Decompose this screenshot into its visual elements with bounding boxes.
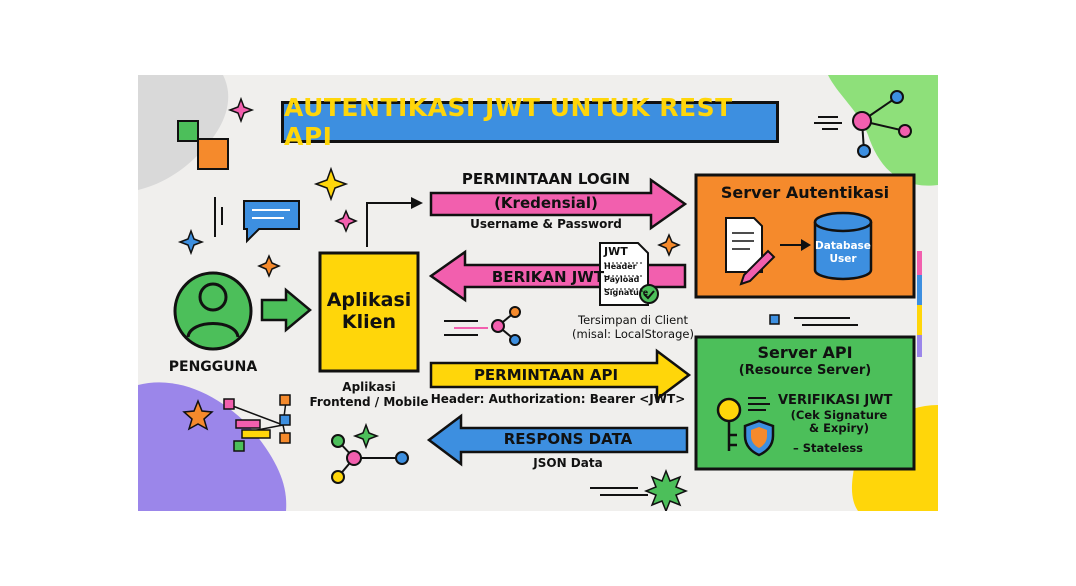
api-request-caption: Header: Authorization: Bearer <JWT> [430,392,686,406]
diagram-canvas: AUTENTIKASI JWT UNTUK REST API PENGGUNA … [138,75,938,511]
database-label: Database User [813,240,873,266]
login-caption: Username & Password [470,217,622,231]
jwt-doc-part: Signature [604,288,649,297]
sparkle-blue [177,228,205,256]
verify-sub: (Cek Signature & Expiry) [784,409,894,435]
user-label: PENGGUNA [168,359,258,375]
verify-label: VERIFIKASI JWT [778,393,893,408]
login-sub-label: (Kredensial) [494,194,598,212]
client-caption: Aplikasi Frontend / Mobile [304,380,434,410]
api-server-subtitle: (Resource Server) [738,363,872,378]
star-green-burst [643,468,689,511]
document-pencil-icon [725,217,763,273]
database-label-line: Database [815,240,871,252]
check-icon [639,284,659,304]
jwt-doc-title: JWT [604,245,628,258]
response-arrow [426,413,689,467]
storage-note-line: (misal: LocalStorage) [572,327,694,341]
api-request-label: PERMINTAAN API [473,366,619,384]
client-caption-line: Aplikasi [342,380,396,394]
green-blob-top-right [828,75,938,186]
decorations [138,75,938,511]
flow-icon-bottom-left [223,394,291,452]
database-icon [813,211,873,281]
star-orange [182,398,214,431]
verify-sub-line: (Cek Signature [790,408,888,422]
client-box-label-line: Klien [341,311,397,333]
client-to-login-connector [366,202,413,247]
jwt-doc-part: Payload [604,275,640,284]
verify-sub-line: & Expiry) [809,421,869,435]
sparkle-pink [227,96,255,124]
chat-bubble-icon [243,200,300,244]
client-box [318,251,420,373]
give-jwt-label: BERIKAN JWT [491,268,605,286]
purple-blob-bottom-left [138,382,287,511]
response-caption: JSON Data [533,456,603,470]
auth-server-title: Server Autentikasi [720,183,890,202]
key-icon [716,397,742,451]
page-title: AUTENTIKASI JWT UNTUK REST API [281,93,779,151]
sparkle-pink-2 [334,209,358,233]
response-label: RESPONS DATA [503,430,633,448]
network-icon-bottom [331,434,409,484]
sparkle-orange [257,254,281,278]
orange-square [197,138,229,170]
network-icon-top-right [852,90,912,158]
api-request-arrow [429,348,692,402]
client-box-label-line: Aplikasi [326,289,412,311]
login-label: PERMINTAAN LOGIN [461,170,631,188]
green-square [177,120,199,142]
sparkle-orange-2 [657,233,681,257]
client-box-label: Aplikasi Klien [320,289,418,333]
api-server-title: Server API [757,343,853,362]
database-label-line: User [829,253,857,265]
sparkle-yellow [313,166,349,202]
storage-note: Tersimpan di Client (misal: LocalStorage… [558,313,708,341]
stateless-label: – Stateless [792,441,864,455]
jwt-doc-part: Header [604,262,637,271]
login-arrow [429,177,688,231]
sparkle-green [352,422,380,450]
storage-note-line: Tersimpan di Client [578,313,688,327]
user-to-client-arrow [260,287,312,333]
network-icon-middle [491,306,521,346]
user-icon [173,271,253,351]
client-caption-line: Frontend / Mobile [309,395,429,409]
